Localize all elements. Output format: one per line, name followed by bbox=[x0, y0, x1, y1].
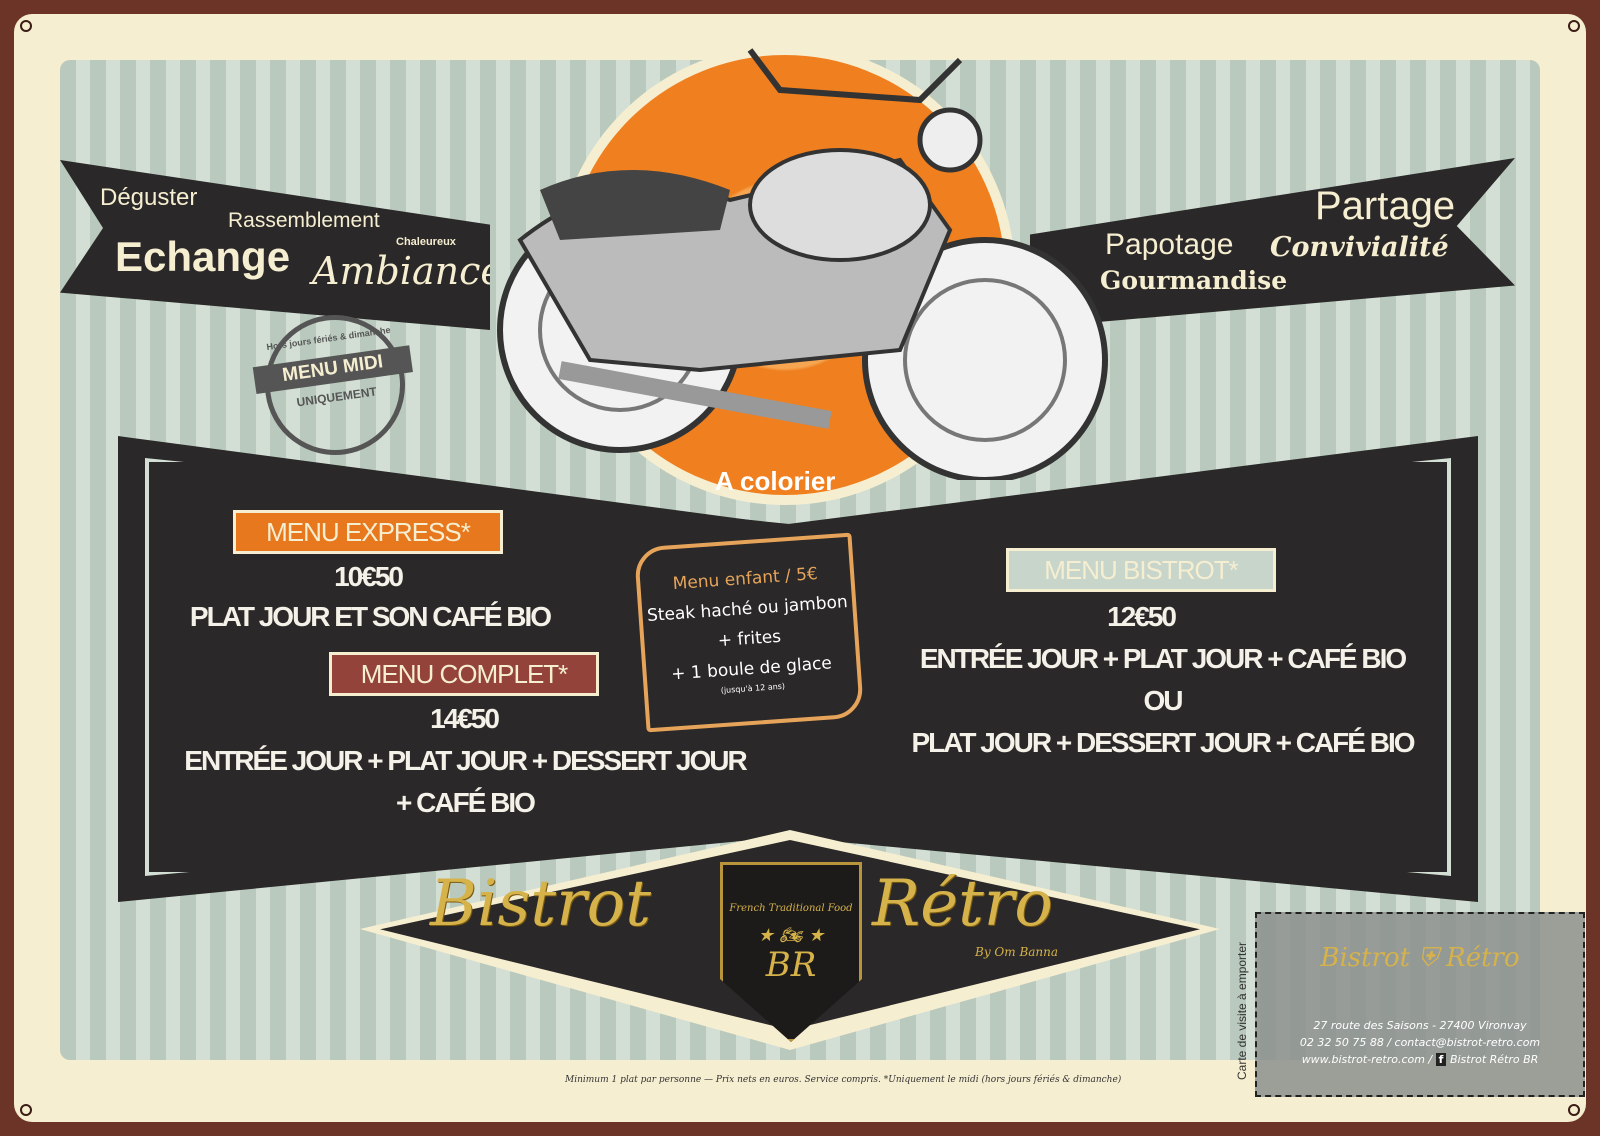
menu-complet-title: MENU COMPLET* bbox=[329, 652, 599, 696]
menu-complet-line: ENTRÉE JOUR + PLAT JOUR + DESSERT JOUR bbox=[184, 745, 747, 776]
footnote: Minimum 1 plat par personne — Prix nets … bbox=[565, 1075, 1122, 1085]
shield-text: French Traditional Food bbox=[729, 903, 853, 914]
rivet-icon bbox=[1568, 1104, 1580, 1116]
word-rassemblement: Rassemblement bbox=[228, 209, 380, 232]
menu-express-title: MENU EXPRESS* bbox=[233, 510, 503, 554]
word-ambiance: Ambiance bbox=[312, 249, 503, 293]
rivet-icon bbox=[20, 1104, 32, 1116]
menu-bistrot-line: ENTRÉE JOUR + PLAT JOUR + CAFÉ BIO bbox=[919, 643, 1407, 674]
logo-byline: By Om Banna bbox=[975, 945, 1059, 959]
word-papotage: Papotage bbox=[1105, 228, 1234, 261]
logo-word-bistrot: Bistrot bbox=[430, 867, 651, 941]
card-side-label: Carte de visite à emporter bbox=[1235, 941, 1249, 1080]
business-card: Bistrot ⛨ Rétro 27 route des Saisons - 2… bbox=[1255, 912, 1585, 1097]
card-contact[interactable]: 02 32 50 75 88 / contact@bistrot-retro.c… bbox=[1299, 1035, 1541, 1049]
word-partage: Partage bbox=[1315, 184, 1456, 228]
menu-bistrot-line: OU bbox=[1143, 685, 1184, 716]
card-logo-word: Rétro bbox=[1446, 943, 1520, 973]
word-deguster: Déguster bbox=[100, 184, 198, 211]
menu-express-line: PLAT JOUR ET SON CAFÉ BIO bbox=[189, 601, 552, 632]
shield-monogram: BR bbox=[765, 944, 817, 985]
card-facebook[interactable]: Bistrot Rétro BR bbox=[1449, 1053, 1539, 1067]
word-chaleureux: Chaleureux bbox=[396, 236, 456, 248]
menu-complet-price: 14€50 bbox=[430, 703, 500, 734]
menu-bistrot-line: PLAT JOUR + DESSERT JOUR + CAFÉ BIO bbox=[911, 727, 1415, 758]
card-website[interactable]: www.bistrot-retro.com / bbox=[1301, 1053, 1433, 1067]
logo-word-retro: Rétro bbox=[872, 867, 1053, 941]
word-gourmandise: Gourmandise bbox=[1100, 266, 1288, 295]
card-logo: Bistrot ⛨ Rétro bbox=[1320, 943, 1520, 973]
menu-bistrot-price: 12€50 bbox=[1107, 601, 1177, 632]
left-banner: Déguster Rassemblement Echange Chaleureu… bbox=[60, 160, 490, 330]
coloring-caption: A colorier bbox=[715, 466, 836, 496]
motorcycle-emblem-icon: ★ 🏍 ★ bbox=[757, 925, 825, 946]
facebook-icon: f bbox=[1435, 1053, 1447, 1067]
menu-express-price: 10€50 bbox=[334, 561, 404, 592]
card-logo-word: Bistrot bbox=[1320, 943, 1411, 973]
menu-complet-line: + CAFÉ BIO bbox=[396, 787, 536, 818]
word-echange: Echange bbox=[115, 233, 291, 280]
motorcycle-illustration bbox=[497, 48, 1108, 480]
rivet-icon bbox=[20, 20, 32, 32]
word-convivialite: Convivialité bbox=[1270, 232, 1449, 263]
card-address: 27 route des Saisons - 27400 Vironvay bbox=[1313, 1018, 1527, 1032]
menu-bistrot-title: MENU BISTROT* bbox=[1006, 548, 1276, 592]
rivet-icon bbox=[1568, 20, 1580, 32]
kids-menu-box: Menu enfant / 5€ Steak haché ou jambon +… bbox=[633, 532, 865, 733]
